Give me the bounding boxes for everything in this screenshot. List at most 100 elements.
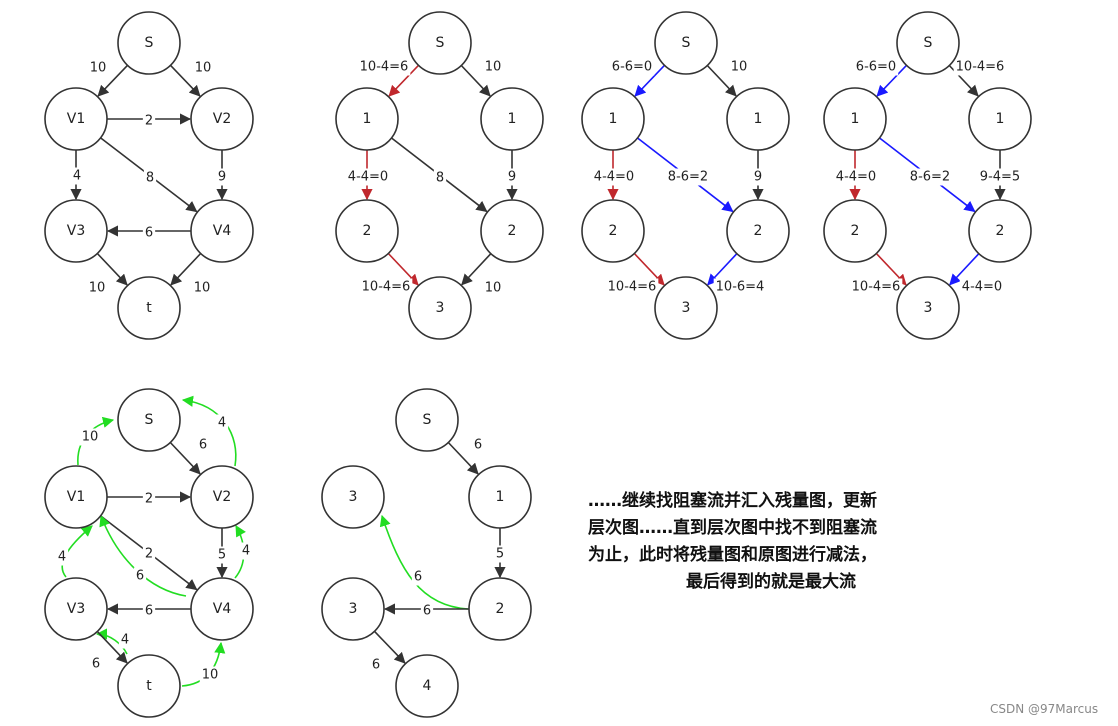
edge-label-bg [482,279,504,297]
node-circle [726,87,790,151]
edge-s-v1 [634,64,666,97]
edge-label: 6 [474,438,482,453]
edge-label-bg [420,602,434,620]
edge-label-bg [665,168,711,186]
edge-label-bg [609,58,655,76]
edge-label: 10-4=6 [608,280,657,295]
node-circle [896,276,960,340]
edge-label-bg [191,279,213,297]
edge-s-v2 [169,441,201,475]
edge-label-bg [118,631,132,649]
node-label: V3 [67,601,85,617]
edge-label: 8-6=2 [668,170,708,185]
node-g4-s: S [896,11,960,75]
edge-label-bg [505,168,519,186]
node-g5-s: S [117,388,181,452]
edge-label-bg [142,545,156,563]
edge-v4-t [707,253,738,286]
node-circle [335,87,399,151]
node-circle [190,199,254,263]
edge-label: 4 [218,416,226,431]
edge-label-bg [482,58,504,76]
node-g3-v2: 1 [726,87,790,151]
edge-label: 6 [92,657,100,672]
node-circle [654,276,718,340]
edge-label: 10 [89,281,106,296]
node-label: 2 [363,223,372,239]
node-g1-s: S [117,11,181,75]
node-circle [44,577,108,641]
edge-label-bg [953,58,1007,76]
edge-label: 5 [496,547,504,562]
edge-label: 10-4=6 [956,60,1005,75]
edge-label: 4-4=0 [962,280,1002,295]
edge-label: 10 [731,60,748,75]
node-circle [823,87,887,151]
edge-label-bg [215,546,229,564]
node-circle [190,87,254,151]
edge-label: 6-6=0 [612,60,652,75]
node-label: t [146,678,152,694]
node-circle [190,577,254,641]
node-g5-v2: V2 [190,465,254,529]
edge-label-bg [833,168,879,186]
node-g4-v3: 2 [823,199,887,263]
node-circle [408,276,472,340]
edge-label-bg [728,58,750,76]
edge-s-v1 [388,64,420,97]
edge-label: 4-4=0 [348,170,388,185]
node-circle [190,465,254,529]
edge-label: 8 [146,171,154,186]
node-label: 2 [508,223,517,239]
edge-label-bg [192,59,214,77]
node-g5-t: t [117,654,181,718]
edge-label: 4 [242,544,250,559]
edge-v2-s [181,395,237,467]
caption-line-3: 为止，此时将残量图和原图进行减法， [588,545,877,565]
watermark: CSDN @97Marcus [990,702,1099,716]
edge-v3-t [387,252,419,286]
node-circle [44,87,108,151]
node-label: V3 [67,223,85,239]
node-label: 3 [924,300,933,316]
node-g2-v2: 1 [480,87,544,151]
edge-label-bg [493,545,507,563]
node-circle [44,199,108,263]
node-circle [321,577,385,641]
node-g6-c3: 3 [321,577,385,641]
edge-label: 10-4=6 [852,280,901,295]
edge-s-v1 [876,64,908,97]
edge-label-bg [751,168,765,186]
node-g4-t: 3 [896,276,960,340]
edge-label-bg [959,278,1005,296]
node-label: 2 [496,601,505,617]
edge-label-bg [605,278,659,296]
edge-label-bg [471,436,485,454]
node-g1-v1: V1 [44,87,108,151]
edge-label-bg [87,59,109,77]
node-label: 3 [349,489,358,505]
node-circle [654,11,718,75]
node-circle [480,199,544,263]
node-label: 3 [682,300,691,316]
caption-line-2: 层次图……直到层次图中找不到阻塞流 [588,518,877,538]
node-circle [468,577,532,641]
edge-label-bg [142,112,156,130]
edge-label-bg [907,168,953,186]
node-g6-b3: 3 [321,465,385,529]
edge-label-bg [142,490,156,508]
node-label: 1 [754,111,763,127]
edge-s-v2 [706,64,737,97]
node-circle [468,465,532,529]
edge-label: 9 [508,170,516,185]
node-label: V1 [67,111,85,127]
edge-label: 9 [754,170,762,185]
edge-label-bg [357,58,411,76]
edge-s-v2 [460,64,491,97]
edge-label-bg [433,169,447,187]
